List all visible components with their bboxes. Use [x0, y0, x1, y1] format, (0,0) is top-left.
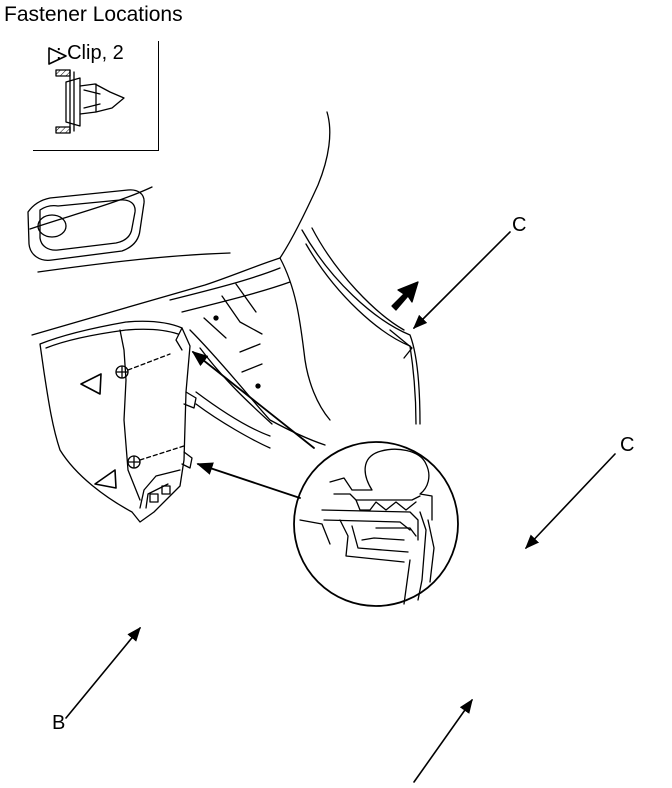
clip-icon-upper: [115, 365, 129, 379]
vehicle-body-outline: [27, 111, 421, 449]
detail-view-circle: [293, 441, 459, 607]
callout-c-right: C: [620, 434, 635, 456]
clip-illustration: [55, 69, 125, 134]
push-direction-arrow-icon: [391, 281, 419, 311]
clip-icon-lower: [127, 455, 141, 469]
callout-c-upper: C: [512, 214, 527, 236]
clip-marker-triangle-upper-icon: [80, 373, 102, 395]
leader-arrow-lower: [196, 462, 301, 499]
leader-arrow-upper: [191, 350, 315, 449]
view-arrow-c-upper: [412, 231, 511, 330]
clip-legend-label: : Clip, 2: [56, 42, 124, 64]
side-trim-panel: [39, 320, 197, 523]
clip-legend-box: [33, 41, 159, 151]
clip-marker-triangle-lower-icon: [94, 469, 117, 489]
legend-triangle-icon: [48, 47, 67, 65]
callout-b: B: [52, 712, 66, 734]
view-arrow-b: [65, 626, 141, 719]
view-arrow-bottom: [413, 698, 473, 783]
view-arrow-c-right: [525, 453, 616, 550]
diagram-title: Fastener Locations: [4, 3, 183, 26]
